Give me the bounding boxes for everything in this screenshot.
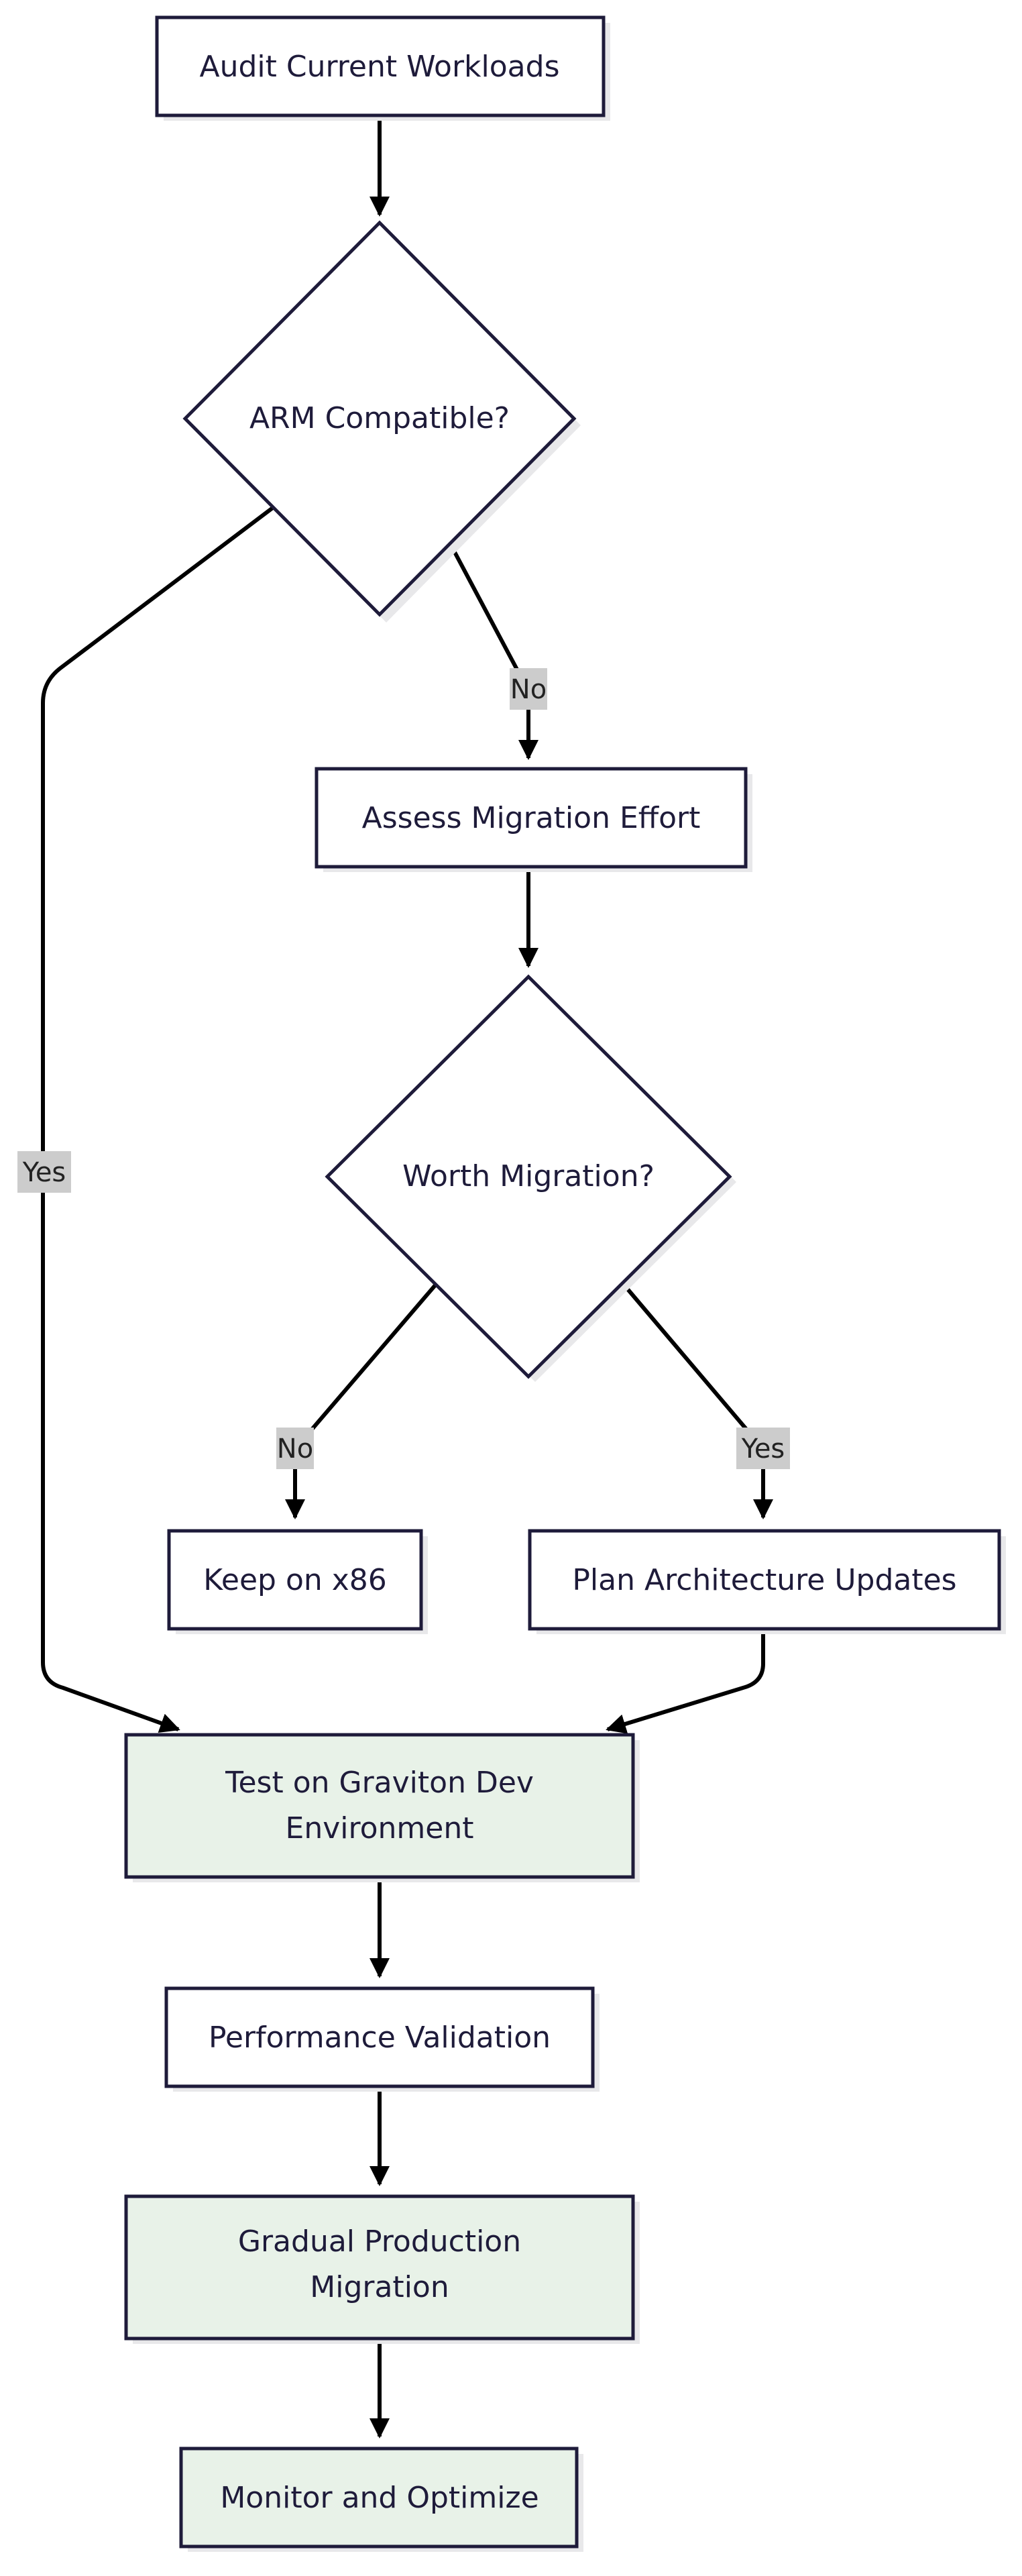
svg-text:ARM Compatible?: ARM Compatible?: [249, 401, 510, 435]
edge-worth-yes-plan: [619, 1280, 773, 1519]
svg-text:Plan Architecture Updates: Plan Architecture Updates: [572, 1563, 956, 1597]
node-keep-on-x86: Keep on x86: [167, 1529, 428, 1634]
svg-text:Yes: Yes: [22, 1157, 66, 1188]
edge-label-worth-no: No: [276, 1428, 314, 1469]
edge-label-arm-no: No: [510, 668, 547, 710]
node-test-on-graviton-dev-environment: Test on Graviton Dev Environment: [124, 1733, 640, 1882]
svg-text:No: No: [510, 674, 547, 705]
decision-worth-migration: Worth Migration?: [325, 974, 736, 1382]
edge-label-arm-yes: Yes: [17, 1151, 71, 1193]
edge-worth-no-keep: [285, 1280, 441, 1519]
svg-text:Migration: Migration: [310, 2270, 449, 2304]
svg-text:Monitor and Optimize: Monitor and Optimize: [220, 2481, 538, 2515]
svg-text:Gradual Production: Gradual Production: [238, 2224, 521, 2259]
node-performance-validation: Performance Validation: [164, 1986, 600, 2092]
svg-text:Yes: Yes: [741, 1434, 785, 1464]
node-assess-migration-effort: Assess Migration Effort: [315, 767, 752, 872]
svg-text:Keep on x86: Keep on x86: [203, 1563, 387, 1597]
svg-text:Worth Migration?: Worth Migration?: [402, 1159, 655, 1193]
svg-text:Assess Migration Effort: Assess Migration Effort: [362, 801, 701, 835]
edge-label-worth-yes: Yes: [736, 1428, 790, 1469]
edge-arm-no-assess: [447, 541, 538, 760]
node-audit-current-workloads: Audit Current Workloads: [155, 15, 610, 121]
edge-plan-test: [606, 1626, 765, 1734]
svg-text:Test on Graviton Dev: Test on Graviton Dev: [225, 1766, 534, 1800]
node-gradual-production-migration: Gradual Production Migration: [124, 2194, 640, 2344]
decision-arm-compatible: ARM Compatible?: [182, 220, 581, 623]
svg-text:Environment: Environment: [286, 1811, 474, 1845]
svg-text:Performance Validation: Performance Validation: [209, 2021, 551, 2055]
node-monitor-and-optimize: Monitor and Optimize: [179, 2447, 583, 2552]
svg-text:Audit Current Workloads: Audit Current Workloads: [199, 50, 559, 84]
svg-text:No: No: [277, 1434, 313, 1464]
node-plan-architecture-updates: Plan Architecture Updates: [528, 1529, 1006, 1634]
